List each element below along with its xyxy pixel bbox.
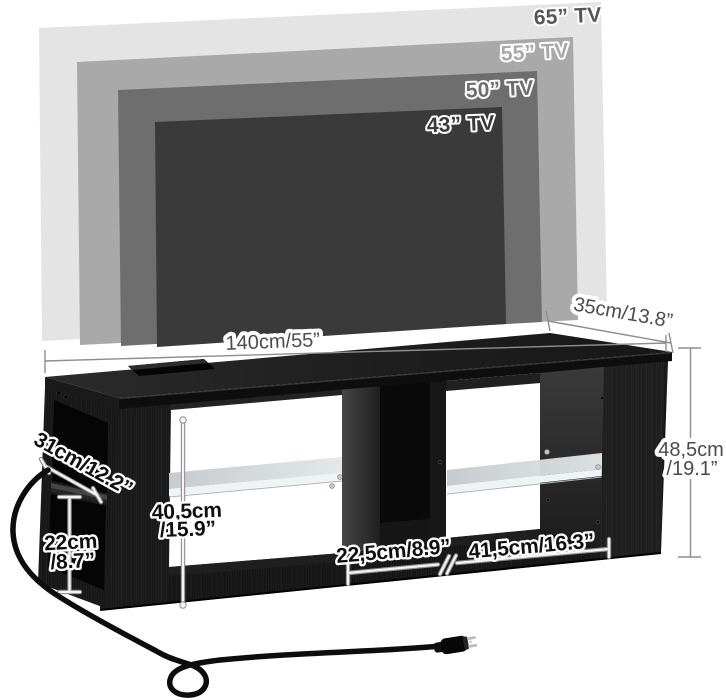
dim-middle-compartment-line [346,554,458,586]
tv-size-label-55: 55” TV [500,39,569,65]
glass-shelf-left-edge [169,473,342,496]
tv-size-label-65: 65” TV [533,3,602,29]
tv-size-overlay: 65” TV 55” TV 50” TV 43” TV [39,1,607,347]
dim-width-line [44,335,667,373]
dim-side-compartment-line [57,495,82,594]
opening-right-ceiling [446,373,540,391]
top-left-edge [45,377,119,409]
middle-compartment [380,381,446,549]
shelf-peg [595,464,601,470]
dim-depth-label: 35cm/13.8” [572,294,674,333]
shelf-peg [544,449,550,455]
dim-height-label-in: /19.1” [666,458,717,480]
cam-screw [63,394,69,400]
plug-ground-pin [469,640,473,644]
power-cord-assembly [10,467,478,698]
shelf-pin-hole [438,460,442,464]
opening-right [438,367,605,549]
dim-interior-height-label-in: /15.9” [159,517,216,542]
opening-right-back [446,373,540,538]
side-cubby-bottom [48,494,106,590]
opening-left-floor [169,553,342,576]
shelf-peg [337,474,343,480]
opening-left [168,386,380,576]
top-surface [45,333,672,398]
dim-endpoint-dot [179,416,187,424]
glass-shelf-left-shadow [168,480,343,498]
top-front-edge [119,352,672,409]
dim-side-compartment-label-in: /8.7” [50,549,96,574]
front-right-panel-grain [600,361,665,559]
dim-side-compartment: 22cm /8.7” [41,494,100,595]
glass-shelf-right-top [447,453,602,486]
side-cubby-top [52,400,108,493]
dim-interior-height-label-cm: 40,5cm [151,499,222,524]
glass-shelf-left-top [169,457,342,489]
dim-height-label-cm: 48,5cm [658,439,724,461]
shelf-pin-hole [595,519,601,525]
tv-rect-43 [155,107,506,347]
plug-body [440,635,468,655]
charging-port-back-face [128,359,208,370]
glass-shelf-right-shadow [446,476,603,495]
opening-left-ceiling [171,389,342,410]
glass-shelf-right-edge [447,469,602,493]
side-shelf-top [51,483,107,500]
glass-shelf-left [168,457,343,498]
plug-face [462,636,469,650]
plug-prong [466,636,476,640]
front-left-panel-grain [100,404,172,610]
dim-right-compartment-line [455,537,611,565]
dim-width-label: 140cm/55” [225,329,320,355]
middle-divider-front [430,381,446,544]
power-plug [433,635,478,655]
shelf-peg [329,483,335,489]
top-edge-highlight [118,352,673,400]
stand-bottom-edge [99,552,662,611]
dim-height: 48,5cm /19.1” [654,347,726,558]
dim-height-line [678,347,701,558]
tv-size-label-50: 50” TV [465,76,534,102]
opening-left-side-wall [342,386,380,553]
middle-compartment-floor [380,519,430,549]
glass-shelf-right [446,449,603,495]
dim-interior-height: 40,5cm /15.9” [149,416,224,609]
power-cord [10,467,443,698]
tv-size-label-43: 43” TV [426,112,495,138]
opening-right-floor [446,529,540,547]
middle-compartment-interior [380,382,430,549]
dim-side-compartment-label-cm: 22cm [44,530,98,556]
stand-top [45,333,673,409]
dim-endpoint-dot [179,601,187,609]
plug-prong [468,643,478,648]
shelf-pin-hole [599,395,605,401]
tv-stand [38,333,673,611]
top-charging-port [128,359,215,376]
dim-depth-line [545,310,674,354]
shelf-pin-hole [545,497,551,503]
